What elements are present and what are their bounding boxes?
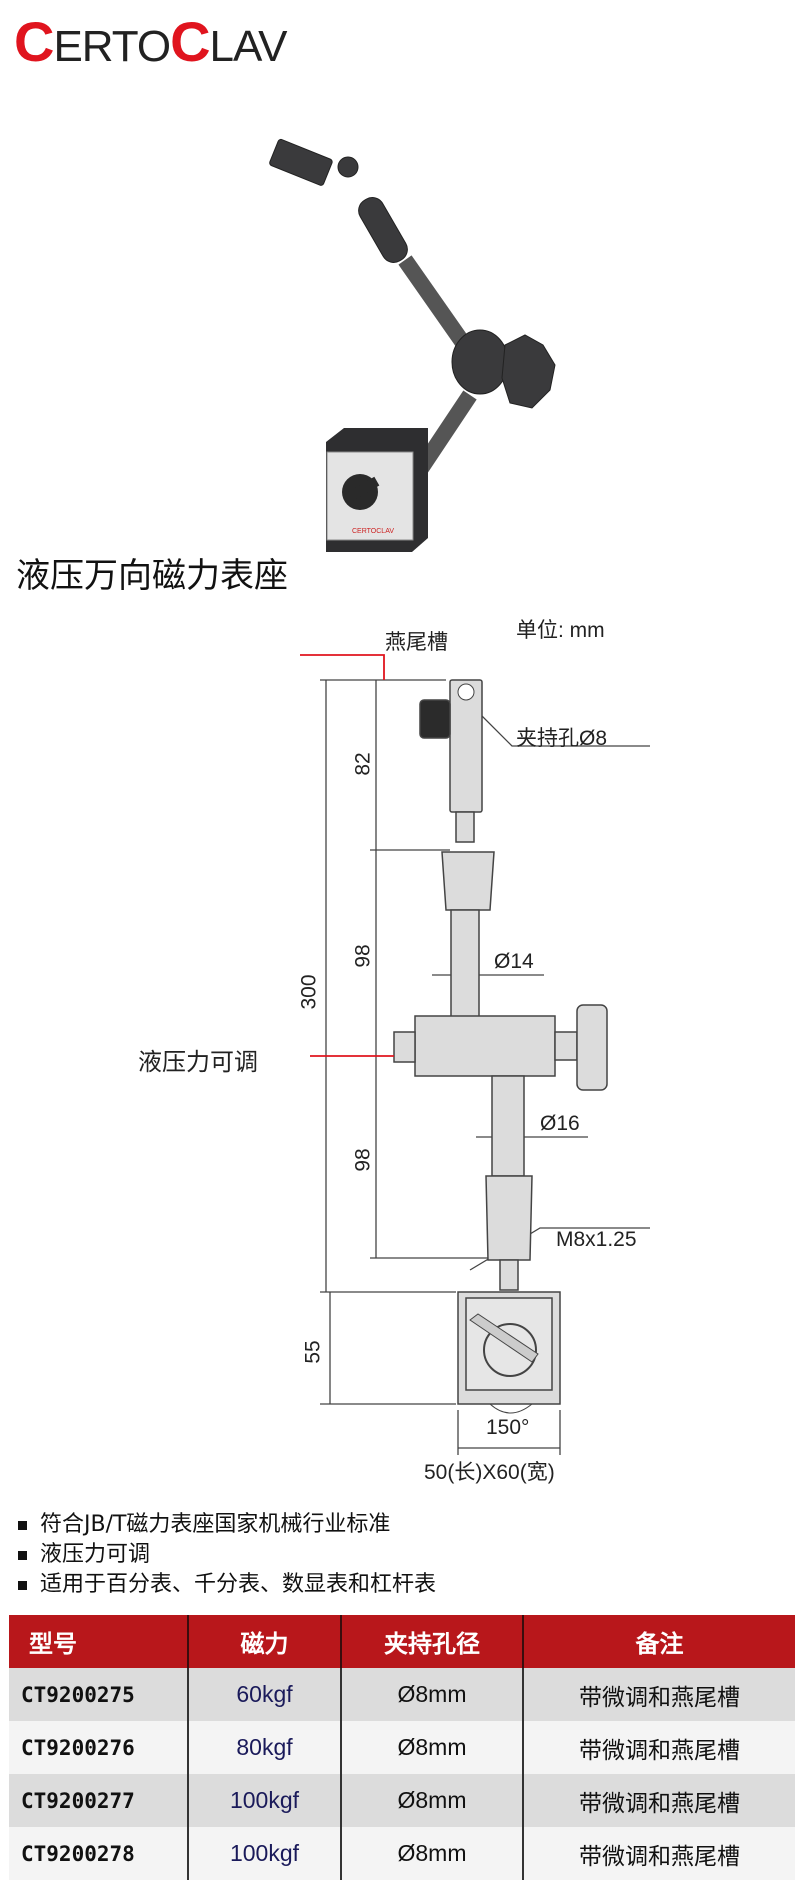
table-header: 型号 磁力 夹持孔径 备注 [9,1615,795,1668]
adjust-label: 液压力可调 [138,1049,258,1076]
logo-text-2: LAV [209,22,288,71]
clamp-hole-label: 夹持孔Ø8 [516,727,608,750]
feature-list: 符合JB/T磁力表座国家机械行业标准 液压力可调 适用于百分表、千分表、数显表和… [16,1510,436,1600]
feature-item: 适用于百分表、千分表、数显表和杠杆表 [16,1570,436,1600]
cell-model: CT9200277 [9,1774,188,1827]
dim-82: 82 [351,752,375,776]
cell-hole: Ø8mm [340,1827,523,1880]
cell-note: 带微调和燕尾槽 [522,1827,795,1880]
logo-text-1: ERTO [53,22,171,71]
feature-item: 符合JB/T磁力表座国家机械行业标准 [16,1510,436,1540]
col-note: 备注 [522,1615,795,1668]
cell-model: CT9200276 [9,1721,188,1774]
cell-force: 100kgf [187,1827,341,1880]
cell-hole: Ø8mm [340,1668,523,1721]
cell-force: 80kgf [187,1721,341,1774]
thread-label: M8x1.25 [556,1228,637,1251]
product-photo [269,138,556,537]
brand-logo: CERTOCLAV [14,14,288,71]
base-size-label: 50(长)X60(宽) [424,1461,555,1484]
cell-note: 带微调和燕尾槽 [522,1721,795,1774]
dovetail-label: 燕尾槽 [385,631,448,654]
cell-note: 带微调和燕尾槽 [522,1774,795,1827]
magnetic-base-photo: CERTOCLAV [326,428,428,552]
photo-logo-text: CERTOCLAV [352,528,394,535]
cell-note: 带微调和燕尾槽 [522,1668,795,1721]
feature-item: 液压力可调 [16,1540,436,1570]
dimension-drawing [300,654,650,1455]
cell-force: 60kgf [187,1668,341,1721]
dim-98-upper: 98 [351,944,375,968]
col-model: 型号 [9,1615,188,1668]
dim-300: 300 [297,974,321,1010]
cell-model: CT9200278 [9,1827,188,1880]
cell-force: 100kgf [187,1774,341,1827]
diameter-16: Ø16 [540,1112,580,1135]
product-title: 液压万向磁力表座 [16,556,288,596]
col-hole: 夹持孔径 [340,1615,523,1668]
dim-98-lower: 98 [351,1148,375,1172]
col-force: 磁力 [187,1615,341,1668]
angle-label: 150° [486,1416,530,1439]
cell-model: CT9200275 [9,1668,188,1721]
cell-hole: Ø8mm [340,1774,523,1827]
logo-initial-2: C [170,10,210,73]
cell-hole: Ø8mm [340,1721,523,1774]
unit-label: 单位: mm [516,619,605,642]
logo-initial-1: C [14,10,54,73]
dim-55: 55 [301,1340,325,1364]
diameter-14: Ø14 [494,950,534,973]
